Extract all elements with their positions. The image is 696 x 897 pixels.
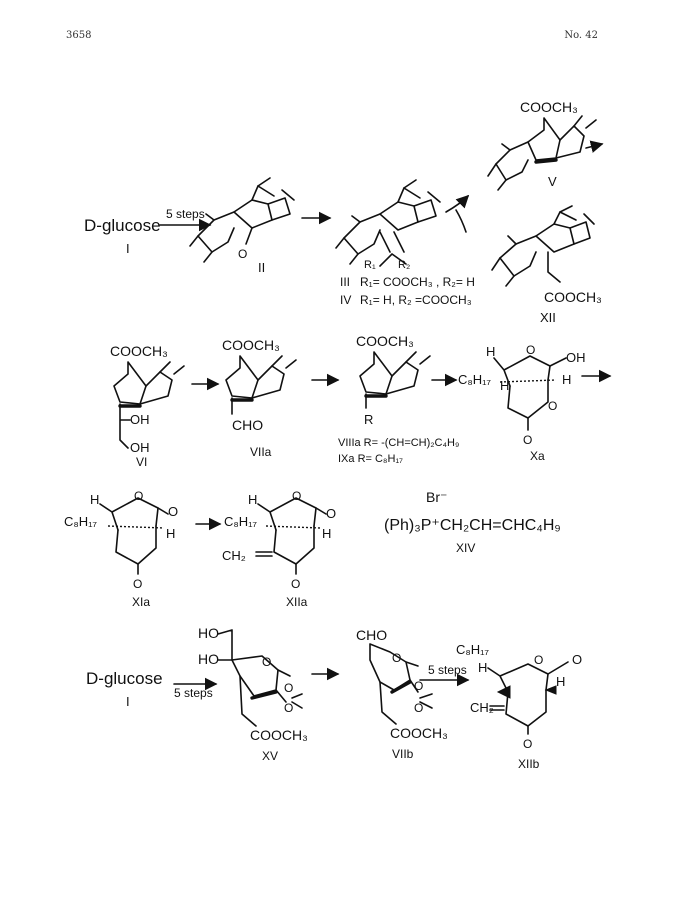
Xa-octyl: C₈H₁₇ [458, 372, 492, 387]
svg-text:H: H [90, 492, 99, 507]
XIIb-octyl: C₈H₁₇ [456, 642, 490, 657]
reaction-arrow-label: 5 steps [166, 207, 205, 221]
structure-XIIb: H O O H O [478, 652, 582, 751]
structure-VI [113, 361, 185, 449]
compound-number-V: V [548, 174, 557, 189]
compound-number-XII: XII [540, 310, 556, 325]
svg-text:O: O [262, 655, 271, 669]
Xa-hydroxyl: OH [566, 350, 586, 365]
svg-text:O: O [133, 577, 142, 591]
compound-number-VIIa: VIIa [250, 445, 272, 459]
VIIb-ester: COOCH₃ [390, 725, 448, 741]
structure-III-IV [335, 179, 441, 267]
svg-text:H: H [556, 674, 565, 689]
XIIa-methylene: CH₂ [222, 548, 246, 563]
svg-text:O: O [392, 651, 401, 665]
structure-VIIb: O O O [369, 643, 433, 725]
start-material-label: D-glucose [84, 216, 161, 235]
XII-ester-group: COOCH₃ [544, 289, 602, 305]
compound-number-XV: XV [262, 749, 278, 763]
svg-text:O: O [238, 247, 247, 261]
svg-text:O: O [523, 433, 532, 447]
XIV-formula: (Ph)₃P⁺CH₂CH=CHC₄H₉ [384, 517, 561, 534]
compound-number-I: I [126, 241, 130, 256]
reaction-arrow-label-3: 5 steps [428, 663, 467, 677]
structure-XIa: H O O H O [90, 489, 178, 591]
svg-text:O: O [523, 737, 532, 751]
compound-number-XIIb: XIIb [518, 757, 540, 771]
compound-number-VIIb: VIIb [392, 747, 414, 761]
XIV-bromide: Br⁻ [426, 489, 447, 505]
start-material-label-2: D-glucose [86, 669, 163, 688]
VIIIa-ester-group: COOCH₃ [356, 333, 414, 349]
structure-XV: O O O [217, 629, 303, 727]
svg-text:O: O [414, 701, 423, 715]
svg-text:O: O [168, 504, 178, 519]
XV-ester: COOCH₃ [250, 727, 308, 743]
structure-Xa: H O H H O O [486, 343, 571, 447]
svg-text:O: O [284, 681, 293, 695]
VIIb-aldehyde: CHO [356, 627, 387, 643]
compound-III-definition: R₁= COOCH₃ , R₂= H [360, 275, 475, 289]
svg-text:O: O [526, 343, 535, 357]
XV-hydroxyl-2: HO [198, 651, 219, 667]
VIIIa-definition: VIIIa R= -(CH=CH)₂C₄H₉ [338, 437, 459, 449]
svg-text:H: H [166, 526, 175, 541]
svg-text:O: O [284, 701, 293, 715]
svg-text:O: O [292, 489, 301, 503]
structure-II: O [189, 177, 295, 263]
compound-number-I-2: I [126, 694, 130, 709]
svg-text:O: O [534, 653, 543, 667]
page-number: 3658 [66, 30, 92, 41]
substituent-R1: R₁ [364, 259, 376, 271]
svg-text:O: O [326, 506, 336, 521]
svg-text:H: H [562, 372, 571, 387]
V-ester-group: COOCH₃ [520, 99, 578, 115]
compound-number-III: III [340, 275, 350, 289]
branch-arrow-up [445, 194, 470, 213]
substituent-R2: R₂ [398, 259, 410, 271]
VI-ester-group: COOCH₃ [110, 343, 168, 359]
svg-text:O: O [414, 679, 423, 693]
compound-number-IV: IV [340, 293, 351, 307]
VI-hydroxyl-2: OH [130, 440, 150, 455]
branch-arrow-down [455, 209, 467, 233]
structure-XII [491, 205, 595, 287]
compound-IV-definition: R₁= H, R₂ =COOCH₃ [360, 293, 472, 307]
VI-hydroxyl-1: OH [130, 412, 150, 427]
svg-text:O: O [572, 652, 582, 667]
VIIa-ester-group: COOCH₃ [222, 337, 280, 353]
XIIa-octyl: C₈H₁₇ [224, 514, 258, 529]
VIIIa-substituent-R: R [364, 412, 373, 427]
svg-text:O: O [548, 399, 557, 413]
structure-VIIIa [359, 351, 431, 409]
svg-text:H: H [248, 492, 257, 507]
reaction-arrow-label-2: 5 steps [174, 686, 213, 700]
IXa-definition: IXa R= C₈H₁₇ [338, 453, 403, 465]
compound-number-XIV: XIV [456, 541, 475, 555]
svg-text:O: O [291, 577, 300, 591]
compound-number-XIIa: XIIa [286, 595, 308, 609]
compound-number-Xa: Xa [530, 449, 545, 463]
compound-number-VI: VI [136, 455, 147, 469]
XV-hydroxyl-1: HO [198, 625, 219, 641]
compound-number-XIa: XIa [132, 595, 150, 609]
structure-V [487, 115, 604, 191]
structure-VIIa [225, 355, 297, 415]
VIIa-aldehyde: CHO [232, 417, 263, 433]
structure-XIIa: H O O H O [248, 489, 336, 591]
journal-issue: No. 42 [564, 30, 598, 41]
XIa-octyl: C₈H₁₇ [64, 514, 98, 529]
svg-text:H: H [486, 344, 495, 359]
compound-number-II: II [258, 260, 265, 275]
svg-text:O: O [134, 489, 143, 503]
svg-text:H: H [322, 526, 331, 541]
XIIb-methylene: CH₂ [470, 700, 494, 715]
svg-text:H: H [500, 378, 509, 393]
svg-text:H: H [478, 660, 487, 675]
